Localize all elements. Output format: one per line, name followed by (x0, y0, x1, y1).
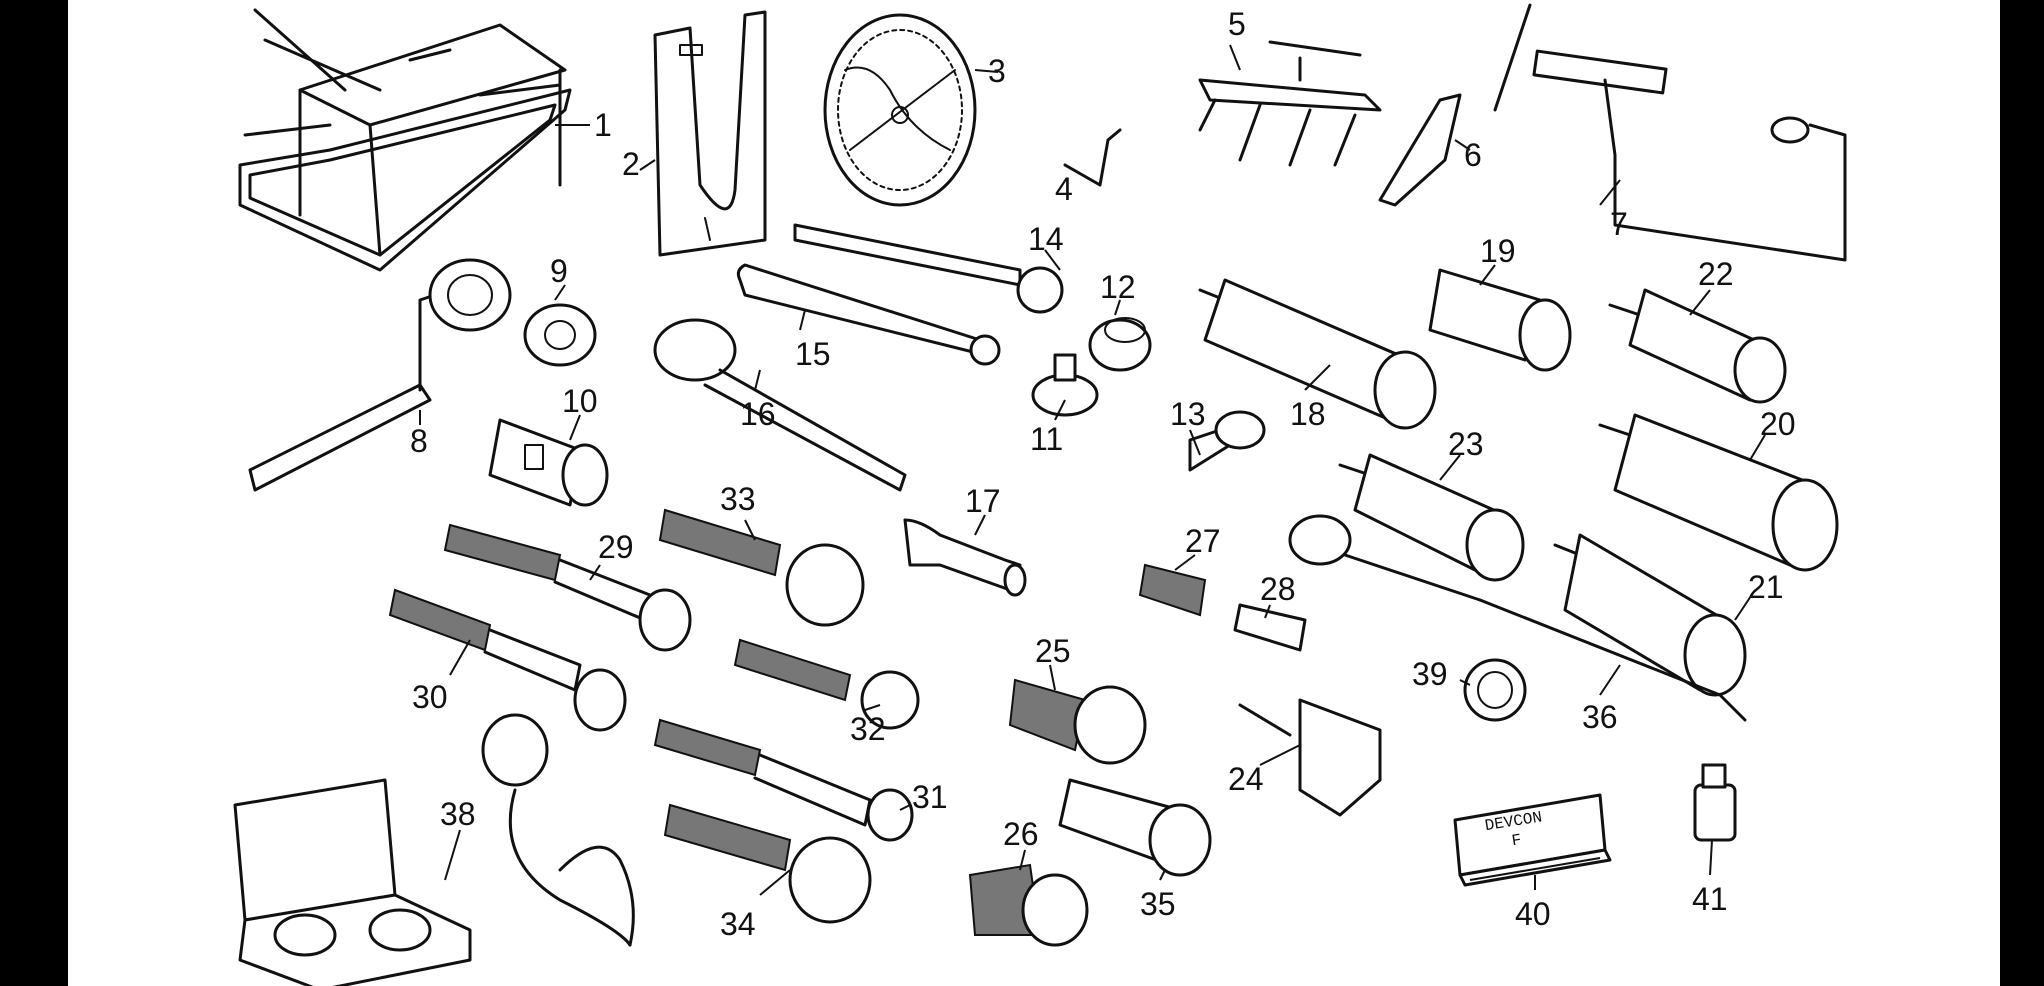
knurled-pin (1138, 563, 1207, 617)
adhesive-bottle (1693, 763, 1737, 842)
leader-lines (419, 44, 1766, 896)
puller-bolt-29 (443, 523, 692, 652)
socket-flat-bar (793, 223, 1064, 314)
callout-11: 11 (1030, 421, 1063, 457)
callout-32: 32 (850, 711, 886, 747)
callout-16: 16 (740, 396, 776, 432)
callout-38: 38 (440, 796, 476, 832)
callout-17: 17 (965, 483, 1001, 519)
callout-40: 40 (1515, 896, 1551, 932)
callout-24: 24 (1228, 761, 1264, 797)
round-holding-bar (736, 263, 1001, 366)
callout-36: 36 (1582, 699, 1618, 735)
slotted-sleeve (488, 418, 609, 507)
callout-23: 23 (1448, 426, 1484, 462)
callout-21: 21 (1748, 569, 1784, 605)
callout-5: 5 (1228, 6, 1246, 42)
threaded-cap-adapter (1031, 353, 1099, 417)
lever-pry-bar (1288, 514, 1747, 722)
bearing-driver-cylinder-22 (1608, 288, 1787, 404)
callout-41: 41 (1692, 881, 1728, 917)
threaded-sleeve-26 (968, 863, 1089, 947)
callout-2: 2 (622, 146, 640, 182)
callout-34: 34 (720, 906, 756, 942)
callout-33: 33 (720, 481, 756, 517)
callout-26: 26 (1003, 816, 1039, 852)
flywheel-lock-plate (1378, 93, 1462, 207)
small-bracket (1063, 128, 1122, 187)
callout-6: 6 (1464, 137, 1482, 173)
compression-gauge-kit (233, 713, 635, 986)
callout-3: 3 (988, 53, 1006, 89)
press-bush (1088, 317, 1152, 372)
puller-bolt-30 (388, 588, 627, 732)
callout-29: 29 (598, 529, 634, 565)
chain-clamp-tool (1238, 698, 1382, 817)
engine-support-stand (238, 8, 572, 272)
callout-7: 7 (1610, 206, 1628, 242)
callout-35: 35 (1140, 886, 1176, 922)
drift-punch (1188, 410, 1266, 472)
bearing-driver-cylinder-20 (1598, 413, 1839, 572)
plain-sleeve-35 (1058, 778, 1212, 877)
callout-28: 28 (1260, 571, 1296, 607)
puller-bolt-34 (663, 803, 872, 924)
callout-8: 8 (410, 423, 428, 459)
callout-39: 39 (1412, 656, 1448, 692)
degree-wheel (823, 13, 977, 207)
callout-27: 27 (1185, 523, 1221, 559)
bearing-driver-cylinder-18 (1198, 278, 1437, 430)
callout-31: 31 (912, 779, 948, 815)
puller-bolt-32 (733, 638, 920, 730)
scan-edge-right (2000, 0, 2044, 986)
callout-25: 25 (1035, 633, 1071, 669)
valve-spring-compressor (1493, 3, 1847, 262)
sealant-grade-label: F (1510, 831, 1522, 850)
callout-4: 4 (1055, 171, 1073, 207)
multi-pin-holder (1198, 40, 1382, 167)
bearing-extractor-plate (653, 10, 767, 257)
callout-18: 18 (1290, 396, 1326, 432)
callout-15: 15 (795, 336, 831, 372)
scan-edge-left (0, 0, 68, 986)
plain-pin (1233, 603, 1307, 652)
callout-20: 20 (1760, 406, 1796, 442)
callout-19: 19 (1480, 233, 1516, 269)
splined-drive-gear (523, 303, 597, 367)
puller-bolt-33 (658, 508, 865, 627)
bearing-driver-cylinder-23 (1338, 453, 1525, 582)
callout-13: 13 (1170, 396, 1206, 432)
sealant-box: DEVCON F (1453, 793, 1612, 887)
box-end-wrench (653, 318, 907, 492)
puller-bolt-31 (653, 718, 914, 842)
pin-spanner-wrench (248, 258, 512, 492)
bearing-driver-cylinder-21 (1553, 533, 1747, 697)
hub-puller (903, 518, 1027, 597)
bearing-ring (1463, 658, 1527, 722)
callout-9: 9 (550, 253, 568, 289)
callout-12: 12 (1100, 269, 1136, 305)
callout-14: 14 (1028, 221, 1064, 257)
callout-30: 30 (412, 679, 448, 715)
bearing-driver-cylinder-19 (1428, 268, 1572, 372)
callout-10: 10 (562, 383, 598, 419)
callout-22: 22 (1698, 256, 1734, 292)
callout-1: 1 (594, 107, 612, 143)
threaded-sleeve-25 (1008, 678, 1147, 765)
